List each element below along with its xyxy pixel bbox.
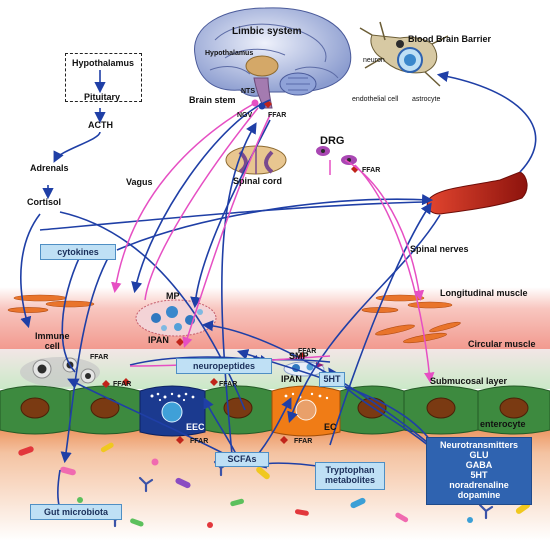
eec-cell [139,385,206,437]
cortisol-label: Cortisol [27,197,62,207]
smp-label: SMP [289,351,309,361]
astrocyte-label: astrocyte [412,96,441,103]
blue-pathways [20,70,537,513]
ffar-smp-label: FFAR [298,348,317,355]
five-ht-box: 5HT [319,372,345,387]
spinal-cord-illustration [225,145,287,175]
hypothalamus-box-label: Hypothalamus [72,58,135,68]
neuropeptides-box: neuropeptides [176,358,272,374]
hpa-dashed-box [65,53,142,102]
ffar-eec-bottom-label: FFAR [190,438,209,445]
submucosal-layer-label: Submucosal layer [430,376,508,386]
ffar-ec-bottom-label: FFAR [294,438,313,445]
vagus-label: Vagus [126,177,153,187]
blood-brain-barrier-label: Blood Brain Barrier [408,34,492,44]
spinal-nerves-label: Spinal nerves [410,244,469,254]
mp-ganglion [135,299,217,337]
tryptophan-metabolites-box: Tryptophan metabolites [315,462,385,490]
spinal-cord-label: Spinal cord [233,176,283,186]
ffar-eec-right-label: FFAR [219,381,238,388]
ffar-immune-label: FFAR [90,354,109,361]
hypothalamus-brain-label: Hypothalamus [205,50,254,57]
cytokines-box: cytokines [40,244,116,260]
circular-muscle-label: Circular muscle [468,339,536,349]
ffar-receptor-markers [102,338,306,444]
immune-cells [20,357,100,387]
ngv-label: NGV [237,112,253,119]
drg-illustration [316,146,359,173]
eec-label: EEC [186,422,205,432]
neurotransmitters-box: Neurotransmitters GLU GABA 5HT noradrena… [426,437,532,505]
ec-label: EC [324,422,337,432]
endothelial-cell-label: endothelial cell [352,96,399,103]
neuron-label: neuron [363,57,385,64]
nts-label: NTS [241,88,255,95]
ipan-smp-label: IPAN [281,374,302,384]
brain-stem-label: Brain stem [189,95,236,105]
ffar-drg-label: FFAR [362,167,381,174]
gut-microbiota-box: Gut microbiota [30,504,122,520]
immune-cell-label: Immune cell [35,331,70,351]
pituitary-label: Pituitary [84,92,121,102]
drg-label: DRG [320,135,345,147]
gut-microbiota-shapes [18,442,531,528]
ffar-brain-label: FFAR [268,112,287,119]
scfas-box: SCFAs [215,452,269,467]
limbic-system-label: Limbic system [232,26,302,37]
blood-vessel [426,171,528,215]
longitudinal-muscle-label: Longitudinal muscle [440,288,528,298]
bbb-illustration [359,21,449,87]
ffar-eec-left-label: FFAR [113,381,132,388]
enterocyte-label: enterocyte [480,419,526,429]
mp-label: MP [166,291,180,301]
brain-illustration [194,7,352,109]
ipan-mp-label: IPAN [148,335,169,345]
hpa-axis-arrows [42,70,106,200]
adrenals-label: Adrenals [30,163,69,173]
acth-label: ACTH [88,120,113,130]
